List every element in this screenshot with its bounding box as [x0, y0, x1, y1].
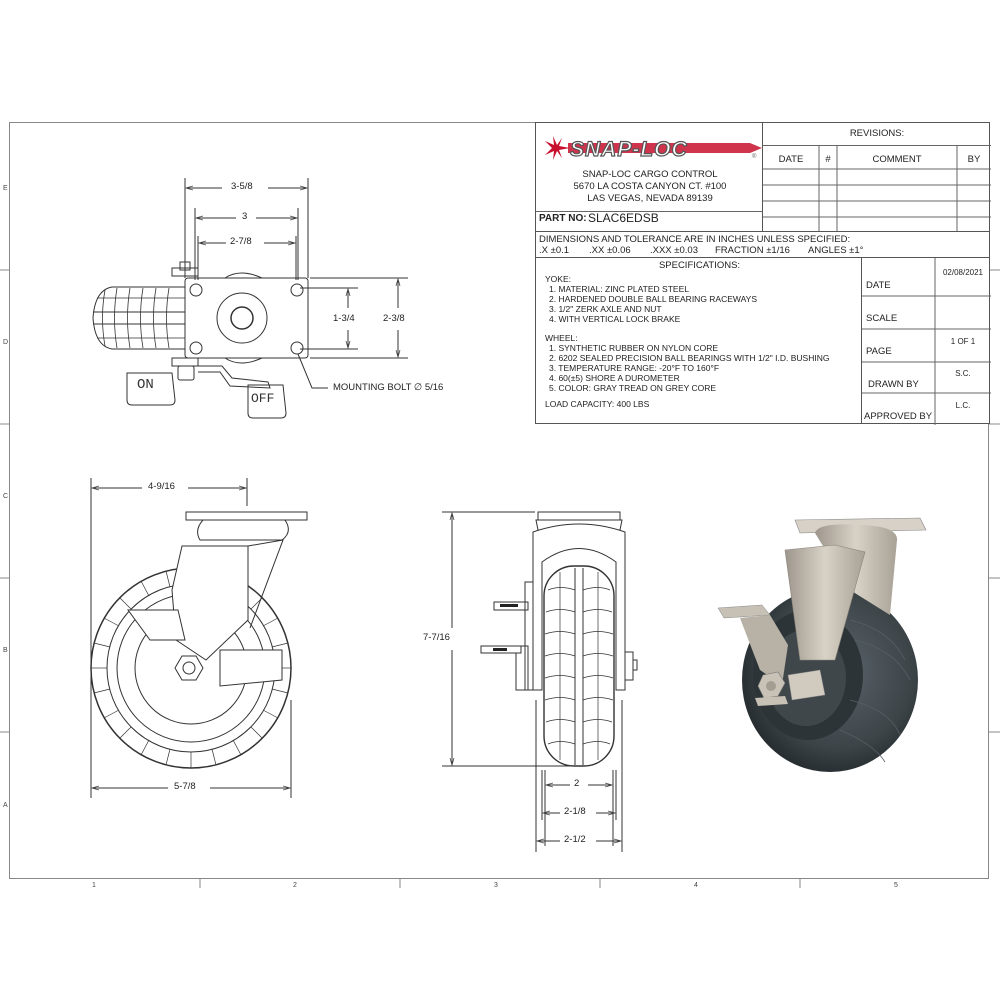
info-approved-by-value: L.C. [955, 401, 971, 410]
zone-row-e: E [3, 185, 8, 192]
caster-3d-render [717, 517, 927, 772]
part-no-label: PART NO: [539, 213, 587, 224]
drawing-info-block: DATE 02/08/2021 SCALE PAGE 1 OF 1 DRAWN … [861, 257, 991, 425]
yoke-spec-4: 4. WITH VERTICAL LOCK BRAKE [549, 314, 681, 324]
company-name: SNAP-LOC CARGO CONTROL [582, 169, 718, 180]
wheel-spec-2: 2. 6202 SEALED PRECISION BALL BEARINGS W… [549, 353, 830, 363]
dim-tread-width: 2 [571, 778, 583, 789]
zone-row-d: D [3, 339, 9, 346]
zone-row-c: C [3, 493, 9, 500]
tolerance-fraction: FRACTION ±1/16 [715, 245, 790, 256]
yoke-spec-3: 3. 1/2" ZERK AXLE AND NUT [549, 304, 662, 314]
wheel-spec-3: 3. TEMPERATURE RANGE: -20°F TO 160°F [549, 363, 720, 373]
zone-col-2: 2 [293, 882, 297, 889]
dim-front-height: 7-7/16 [420, 632, 453, 643]
yoke-spec-1: 1. MATERIAL: ZINC PLATED STEEL [549, 284, 689, 294]
wheel-spec-1: 1. SYNTHETIC RUBBER ON NYLON CORE [549, 343, 719, 353]
svg-text:®: ® [752, 153, 757, 160]
dim-side-overall-width: 5-7/8 [171, 781, 199, 792]
zone-col-1: 1 [92, 882, 96, 889]
zone-col-3: 3 [494, 882, 498, 889]
rev-header-by: BY [967, 154, 981, 165]
company-address-1: 5670 LA COSTA CANYON CT. #100 [573, 181, 727, 192]
brake-off-label: OFF [251, 391, 275, 406]
specifications-block: SPECIFICATIONS: YOKE: 1. MATERIAL: ZINC … [535, 257, 862, 424]
tolerance-heading: DIMENSIONS AND TOLERANCE ARE IN INCHES U… [539, 234, 851, 245]
info-drawn-by-label: DRAWN BY [868, 379, 919, 390]
snap-loc-logo: SNAP-LOC ® [545, 136, 762, 162]
specs-title: SPECIFICATIONS: [658, 260, 741, 271]
info-date-value: 02/08/2021 [942, 268, 984, 277]
rev-header-comment: COMMENT [872, 154, 922, 165]
part-no-value: SLAC6EDSB [588, 211, 659, 225]
company-block: SNAP-LOC ® SNAP-LOC CARGO CONTROL 5670 L… [535, 122, 764, 232]
brake-on-label: ON [137, 377, 154, 393]
zone-row-a: A [3, 802, 8, 809]
tolerance-xxx: .XXX ±0.03 [650, 245, 698, 256]
tolerance-x: .X ±0.1 [539, 245, 570, 256]
yoke-spec-2: 2. HARDENED DOUBLE BALL BEARING RACEWAYS [549, 294, 757, 304]
yoke-heading: YOKE: [545, 274, 571, 284]
dim-hole-span-inner: 2-7/8 [227, 236, 255, 247]
info-approved-by-label: APPROVED BY [864, 411, 933, 422]
zone-col-5: 5 [894, 882, 898, 889]
dim-overall-width: 3-5/8 [228, 181, 256, 192]
dim-hole-span-vertical: 1-3/4 [330, 313, 358, 324]
info-scale-label: SCALE [866, 313, 898, 324]
dim-plate-height: 2-3/8 [380, 313, 408, 324]
dim-hole-span-outer: 3 [239, 211, 251, 222]
load-capacity: LOAD CAPACITY: 400 LBS [545, 399, 650, 409]
svg-text:SNAP-LOC: SNAP-LOC [570, 138, 688, 161]
dim-side-offset: 4-9/16 [145, 481, 178, 492]
rev-header-date: DATE [778, 154, 804, 165]
wheel-heading: WHEEL: [545, 333, 578, 343]
revisions-table: REVISIONS: DATE # COMMENT BY [762, 122, 991, 233]
zone-row-b: B [3, 647, 8, 654]
mounting-bolt-callout: MOUNTING BOLT ∅ 5/16 [330, 382, 447, 393]
tolerance-xx: .XX ±0.06 [589, 245, 631, 256]
rev-header-number: # [825, 154, 831, 165]
wheel-spec-4: 4. 60(±5) SHORE A DUROMETER [549, 373, 680, 383]
dim-wheel-width: 2-1/8 [561, 806, 589, 817]
wheel-spec-5: 5. COLOR: GRAY TREAD ON GREY CORE [549, 383, 717, 393]
dim-front-overall-width: 2-1/2 [561, 834, 589, 845]
drawing-border [9, 122, 989, 879]
info-date-label: DATE [866, 280, 891, 291]
info-page-label: PAGE [866, 346, 892, 357]
company-address-2: LAS VEGAS, NEVADA 89139 [587, 193, 713, 204]
tolerance-block: DIMENSIONS AND TOLERANCE ARE IN INCHES U… [535, 231, 990, 258]
info-drawn-by-value: S.C. [955, 369, 971, 378]
zone-col-4: 4 [694, 882, 698, 889]
tolerance-angles: ANGLES ±1° [808, 245, 864, 256]
revisions-title: REVISIONS: [849, 128, 905, 139]
info-page-value: 1 OF 1 [950, 337, 976, 346]
